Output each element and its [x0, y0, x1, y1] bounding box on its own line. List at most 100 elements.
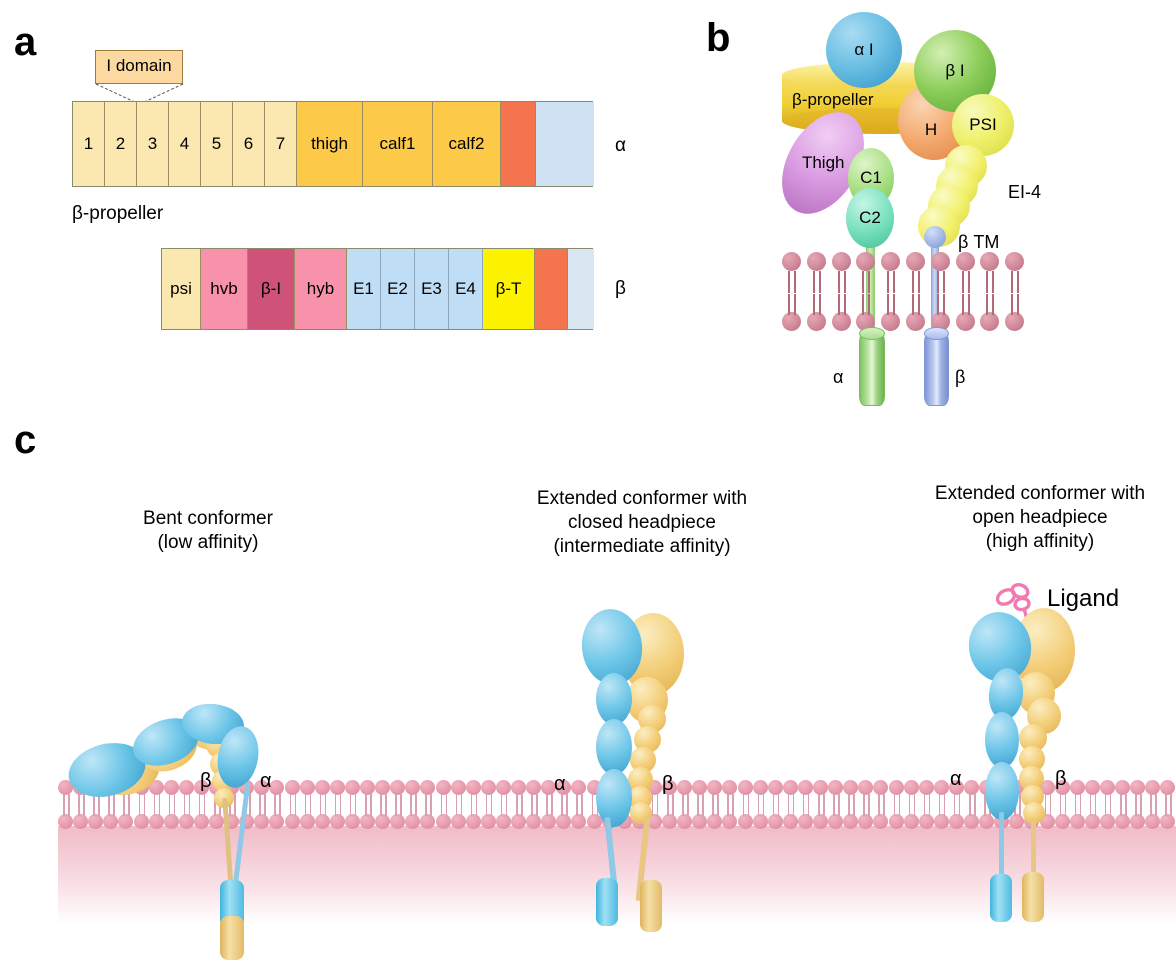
lipid-head — [450, 780, 466, 795]
lipid-tail — [878, 794, 880, 806]
lipid-head — [450, 814, 466, 829]
lipid-head — [797, 780, 813, 795]
lipid-head — [284, 780, 300, 795]
lipid-tail — [1089, 794, 1092, 806]
lipid-head — [979, 814, 995, 829]
lipid-tail — [843, 271, 846, 293]
open-alpha-calf2 — [985, 762, 1019, 820]
closed-alpha-calf2 — [596, 769, 632, 827]
lipid-head — [193, 814, 209, 829]
lipid-head — [964, 780, 979, 795]
beta-propeller-label: β-propeller — [72, 203, 164, 224]
lipid-tail — [68, 794, 70, 806]
lipid-tail — [807, 794, 810, 806]
lipid-head — [178, 814, 194, 829]
lipid-tail — [848, 794, 850, 806]
segment-6: 6 — [233, 102, 265, 186]
lipid-tail — [918, 294, 920, 315]
lipid-head — [767, 780, 783, 795]
lipid-tail — [1125, 794, 1127, 806]
lipid-tail — [229, 804, 231, 816]
lipid-tail — [460, 804, 463, 816]
open-beta-bead-6 — [1023, 802, 1045, 824]
lipid-tail — [757, 804, 760, 816]
open-beta-label: β — [1055, 768, 1067, 790]
lipid-tail — [1170, 794, 1172, 806]
lipid-bilayer-panel-b — [780, 252, 1028, 334]
lipid-head — [948, 780, 964, 795]
lipid-head — [571, 814, 587, 829]
lipid-tail — [113, 794, 115, 806]
lipid-tail — [732, 794, 734, 806]
lipid-head — [858, 814, 874, 829]
lipid-tail — [777, 794, 780, 806]
segment-hvb: hvb — [201, 249, 248, 329]
lipid-head — [782, 780, 798, 795]
lipid-tail — [1109, 794, 1112, 806]
lipid-head — [873, 814, 889, 829]
lipid-head — [933, 780, 949, 795]
lipid-tail — [425, 804, 427, 816]
lipid-head — [1084, 780, 1100, 795]
segment-5: 5 — [201, 102, 233, 186]
lipid-tail — [727, 804, 729, 816]
alpha-stalk — [866, 200, 875, 360]
lipid-tail — [395, 804, 397, 816]
lipid-tail — [938, 794, 941, 806]
lipid-head — [955, 252, 975, 271]
lipid-tail — [339, 804, 342, 816]
lipid-tail — [430, 794, 432, 806]
lipid-head — [677, 814, 693, 829]
closed-alpha-label: α — [554, 773, 566, 795]
lipid-tail — [138, 804, 141, 816]
i-domain-connector-icon — [95, 83, 184, 105]
lipid-tail — [153, 794, 156, 806]
lipid-head — [1005, 312, 1025, 331]
closed-alpha-calf1 — [596, 719, 632, 775]
lipid-tail — [787, 804, 790, 816]
lipid-tail — [219, 804, 221, 816]
lipid-head — [843, 780, 859, 795]
lipid-tail — [334, 804, 337, 816]
lipid-tail — [93, 794, 95, 806]
lipid-head — [148, 814, 164, 829]
bent-beta-label: β — [200, 770, 212, 792]
lipid-tail — [123, 804, 125, 816]
lipid-tail — [1044, 794, 1047, 806]
lipid-tail — [536, 804, 538, 816]
lipid-tail — [1140, 804, 1142, 816]
beta-chain-label: β — [615, 278, 626, 299]
lipid-tail — [918, 271, 920, 293]
lipid-head — [722, 814, 738, 829]
lipid-tail — [697, 794, 699, 806]
lipid-head — [1069, 780, 1085, 795]
lipid-tail — [1170, 804, 1172, 816]
lipid-tail — [475, 794, 478, 806]
lipid-head — [58, 780, 73, 795]
lipid-head — [163, 814, 179, 829]
segment-unlabeled-11 — [536, 102, 594, 186]
lipid-head — [888, 780, 904, 795]
lipid-head — [571, 780, 587, 795]
lipid-tail — [823, 804, 825, 816]
lipid-tail — [656, 794, 659, 806]
lipid-tail — [1064, 804, 1067, 816]
lipid-tail — [682, 794, 684, 806]
hybrid-domain-label: H — [924, 120, 938, 139]
lipid-tail — [173, 804, 176, 816]
lipid-tail — [984, 794, 986, 806]
lipid-tail — [682, 804, 684, 816]
lipid-tail — [188, 794, 191, 806]
lipid-head — [828, 814, 844, 829]
lipid-head — [692, 814, 708, 829]
lipid-tail — [1104, 794, 1107, 806]
panel-b-letter: b — [706, 16, 731, 60]
lipid-tail — [936, 294, 939, 315]
lipid-tail — [410, 804, 412, 816]
lipid-tail — [309, 794, 312, 806]
lipid-head — [148, 780, 164, 795]
lipid-tail — [812, 294, 815, 315]
lipid-tail — [792, 794, 795, 806]
psi-domain: PSI — [952, 94, 1014, 156]
